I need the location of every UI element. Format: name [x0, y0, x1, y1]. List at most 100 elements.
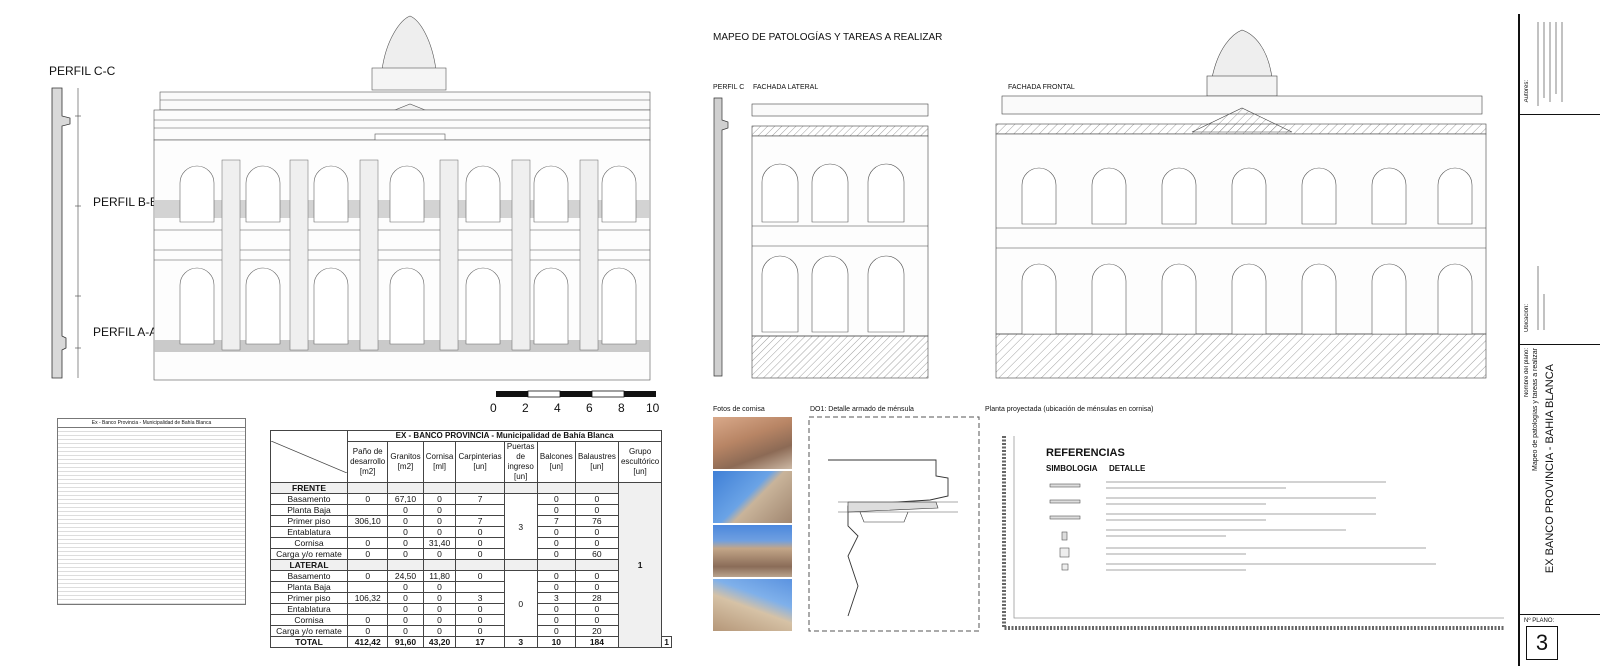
lateral-row-label: Cornisa	[270, 614, 348, 626]
upper-arch-window	[533, 165, 569, 223]
spreadsheet-row	[58, 540, 245, 544]
spreadsheet-row	[58, 480, 245, 484]
lateral-cell: 3	[455, 592, 505, 604]
spreadsheet-row	[58, 560, 245, 564]
detalle-label: DO1: Detalle armado de ménsula	[810, 406, 914, 413]
references-title: REFERENCIAS	[1046, 447, 1125, 459]
lateral-lower-arch	[867, 255, 905, 333]
grupo-escultorico-value: 1	[617, 482, 663, 648]
frontal-upper-arch	[1301, 167, 1337, 225]
frente-cell: 0	[455, 537, 505, 549]
spreadsheet-row	[58, 596, 245, 600]
lateral-cell	[455, 581, 505, 593]
lateral-cell: 0	[536, 625, 576, 637]
spreadsheet-row	[58, 564, 245, 568]
hdr-cornisa: Cornisa [ml]	[422, 441, 457, 483]
plan-no-label: Nº PLANO:	[1524, 618, 1555, 624]
frente-cell: 0	[536, 493, 576, 505]
lateral-cell: 0	[387, 614, 424, 626]
lateral-upper-arch	[867, 163, 905, 223]
frente-cell: 76	[574, 515, 619, 527]
frente-cell: 0	[422, 515, 457, 527]
frente-cell: 0	[536, 548, 576, 560]
hdr-balaustres: Balaustres [un]	[574, 441, 619, 483]
plan-no-box: 3	[1526, 626, 1558, 660]
spreadsheet-row	[58, 592, 245, 596]
facade-column	[579, 159, 599, 351]
lateral-cell: 0	[536, 570, 576, 582]
spreadsheet-row	[58, 452, 245, 456]
hdr-puertas: Puertas de ingreso [un]	[503, 441, 538, 483]
frente-cell: 0	[346, 493, 389, 505]
frente-cell: 0	[387, 548, 424, 560]
lateral-lower-arch	[811, 255, 849, 333]
frente-cell: 0	[574, 526, 619, 538]
lower-arch-opening	[465, 267, 501, 345]
scale-tick-2: 2	[522, 401, 529, 415]
lateral-cell: 0	[387, 603, 424, 615]
lateral-cell: 0	[455, 614, 505, 626]
scale-bar	[496, 390, 656, 398]
frontal-upper-arch	[1231, 167, 1267, 225]
perfil-c-label: PERFIL C	[713, 84, 745, 91]
frente-puertas: 3	[503, 493, 538, 560]
spreadsheet-rows	[58, 428, 245, 604]
spreadsheet-row	[58, 512, 245, 516]
spreadsheet-row	[58, 448, 245, 452]
lateral-row-label: Entablatura	[270, 603, 348, 615]
spreadsheet-row	[58, 572, 245, 576]
fotos-label: Fotos de cornisa	[713, 406, 765, 413]
spreadsheet-row	[58, 524, 245, 528]
lateral-cell: 0	[346, 570, 389, 582]
authors-label: Autores:	[1524, 80, 1530, 103]
lateral-cell: 0	[346, 614, 389, 626]
lateral-cell: 11,80	[422, 570, 457, 582]
lateral-cell: 0	[574, 603, 619, 615]
lateral-puertas: 0	[503, 570, 538, 637]
lateral-cell: 28	[574, 592, 619, 604]
frente-cell: 7	[455, 515, 505, 527]
frontal-upper-arch	[1091, 167, 1127, 225]
fachada-lateral-drawing	[751, 103, 929, 379]
frente-cell: 7	[455, 493, 505, 505]
frente-cell: 7	[536, 515, 576, 527]
spreadsheet-row	[58, 460, 245, 464]
lateral-cell: 0	[574, 570, 619, 582]
scale-tick-6: 6	[586, 401, 593, 415]
lower-arch-opening	[533, 267, 569, 345]
spreadsheet-row	[58, 468, 245, 472]
spreadsheet-row	[58, 484, 245, 488]
spreadsheet-row	[58, 488, 245, 492]
frontal-upper-arch	[1021, 167, 1057, 225]
spreadsheet-row	[58, 492, 245, 496]
spreadsheet-row	[58, 436, 245, 440]
plan-name-label: Nombre del plano:	[1524, 348, 1530, 398]
corbel-detail-drawing	[808, 416, 980, 632]
fachada-frontal-drawing	[995, 29, 1487, 379]
spreadsheet-row	[58, 580, 245, 584]
spreadsheet-row	[58, 472, 245, 476]
frontal-upper-arch	[1161, 167, 1197, 225]
lateral-cell: 0	[455, 603, 505, 615]
frente-cell: 0	[536, 504, 576, 516]
frente-cell: 0	[574, 537, 619, 549]
total-cell: 1	[661, 636, 672, 648]
lateral-upper-arch	[811, 163, 849, 223]
facade-column	[511, 159, 531, 351]
frente-cell: 60	[574, 548, 619, 560]
fachada-frontal-label: FACHADA FRONTAL	[1008, 84, 1075, 91]
section-frente: FRENTE	[270, 482, 348, 494]
lateral-cell: 0	[455, 625, 505, 637]
facade-column	[439, 159, 459, 351]
cornice-photo-3	[713, 525, 792, 577]
lateral-cell: 0	[422, 625, 457, 637]
perfil-bb-label: PERFIL B-B	[93, 195, 158, 209]
lateral-row-label: Primer piso	[270, 592, 348, 604]
spreadsheet-row	[58, 500, 245, 504]
spreadsheet-title: Ex - Banco Provincia - Municipalidad de …	[58, 419, 245, 428]
frente-cell: 0	[387, 537, 424, 549]
spreadsheet-row	[58, 440, 245, 444]
lateral-cell: 24,50	[387, 570, 424, 582]
frente-cell: 67,10	[387, 493, 424, 505]
lateral-cell: 0	[387, 592, 424, 604]
